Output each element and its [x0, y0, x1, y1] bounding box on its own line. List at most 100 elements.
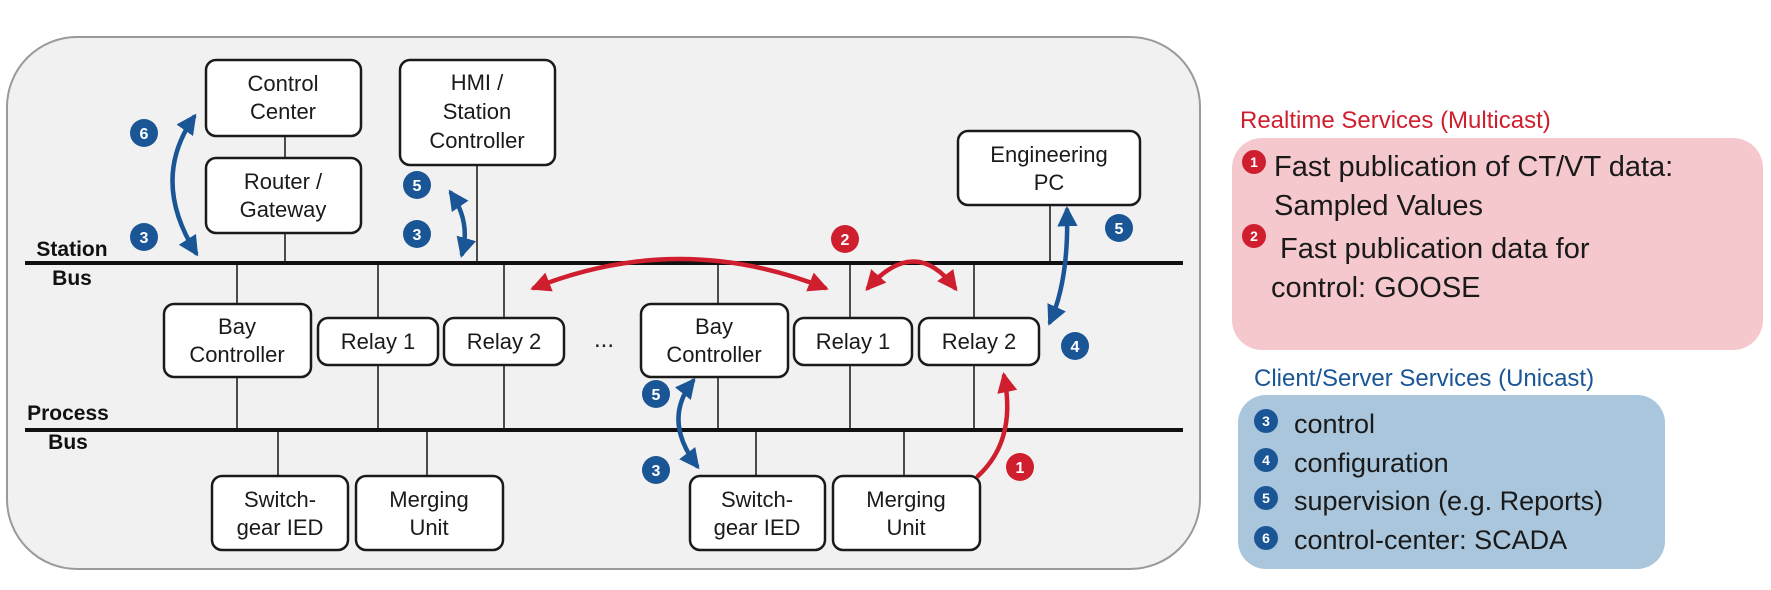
station-bus-label: Station Bus [36, 238, 107, 290]
hmi-label-line3: Controller [429, 128, 524, 153]
engineering-pc-label-line1: Engineering [990, 142, 1107, 167]
merging-unit-1-label-line1: Merging [389, 487, 468, 512]
badge-3: 3 [642, 456, 670, 484]
bay-controller-1-label-line1: Bay [218, 314, 256, 339]
svg-text:4: 4 [1262, 452, 1270, 468]
client-server-services-legend: Client/Server Services (Unicast) 3 contr… [1238, 365, 1665, 569]
bay-supervision-arrow [674, 377, 700, 470]
switchgear-1-label-line1: Switch- [244, 487, 316, 512]
svg-text:5: 5 [413, 178, 422, 195]
svg-text:6: 6 [140, 126, 149, 143]
realtime-services-title: Realtime Services (Multicast) [1240, 107, 1551, 134]
bay-controller-2-label-line2: Controller [666, 342, 761, 367]
scada-arrow [170, 113, 199, 257]
switchgear-ied-box: Switch- gear IED [210, 474, 350, 552]
svg-text:5: 5 [1262, 490, 1270, 506]
svg-text:3: 3 [1262, 413, 1270, 429]
svg-text:6: 6 [1262, 530, 1270, 546]
svg-text:4: 4 [1071, 339, 1080, 356]
svg-text:5: 5 [1115, 221, 1124, 238]
svg-text:3: 3 [140, 230, 149, 247]
control-center-label-line1: Control [248, 71, 319, 96]
badge-3: 3 [130, 223, 158, 251]
hmi-label-line1: HMI / [451, 70, 504, 95]
realtime-services-panel [1232, 138, 1763, 350]
switchgear-2-label-line2: gear IED [714, 515, 801, 540]
svg-text:2: 2 [841, 232, 850, 249]
badge-6: 6 [130, 119, 158, 147]
legend-item-1: 1 Fast publication of CT/VT data: Sample… [1242, 150, 1673, 222]
sampled-values-arrow [975, 372, 1018, 479]
client-server-services-title: Client/Server Services (Unicast) [1254, 365, 1594, 392]
svg-text:1: 1 [1016, 460, 1025, 477]
station-bus-label-line1: Station [36, 238, 107, 261]
bay-controller-box: Bay Controller [162, 302, 313, 379]
relay-2-box: Relay 2 [442, 316, 566, 367]
relay-1-box: Relay 1 [316, 316, 440, 367]
legend-item-5: 5 supervision (e.g. Reports) [1254, 486, 1603, 516]
merging-unit-box: Merging Unit [354, 474, 505, 552]
process-bus-label-line1: Process [27, 402, 109, 425]
bay-controller-box: Bay Controller [639, 302, 790, 379]
badge-5: 5 [1105, 214, 1133, 242]
badge-5: 5 [403, 171, 431, 199]
merging-unit-box: Merging Unit [831, 474, 982, 552]
svg-text:5: 5 [652, 387, 661, 404]
legend-item-1-line2: Sampled Values [1274, 190, 1483, 222]
badge-2: 2 [831, 225, 859, 253]
bay-controller-1-label-line2: Controller [189, 342, 284, 367]
legend-item-1-line1: Fast publication of CT/VT data: [1274, 151, 1673, 183]
goose-long-arrow [530, 256, 829, 292]
badge-3: 3 [403, 220, 431, 248]
merging-unit-2-label-line1: Merging [866, 487, 945, 512]
process-bus-label: Process Bus [27, 402, 109, 454]
merging-unit-1-label-line2: Unit [409, 515, 448, 540]
hmi-label-line2: Station [443, 99, 512, 124]
legend-item-5-text: supervision (e.g. Reports) [1294, 486, 1603, 516]
legend-item-2-line1: Fast publication data for [1280, 233, 1590, 265]
relay-2-box: Relay 2 [917, 316, 1041, 367]
legend-item-2-line2: control: GOOSE [1271, 272, 1481, 304]
network-links [236, 136, 1051, 476]
goose-short-arrow [865, 259, 958, 292]
badge-4: 4 [1061, 332, 1089, 360]
relay-1-a-label: Relay 1 [341, 329, 416, 354]
legend-item-4: 4 configuration [1254, 448, 1449, 478]
legend-item-6: 6 control-center: SCADA [1254, 525, 1567, 555]
engineering-config-arrow [1047, 205, 1078, 326]
legend-item-2: 2 Fast publication data for control: GOO… [1242, 224, 1590, 304]
svg-text:3: 3 [652, 463, 661, 480]
client-server-services-panel [1238, 395, 1665, 569]
legend-item-6-text: control-center: SCADA [1294, 525, 1567, 555]
engineering-pc-label-line2: PC [1034, 170, 1065, 195]
relay-1-box: Relay 1 [792, 316, 914, 367]
merging-unit-2-label-line2: Unit [886, 515, 925, 540]
switchgear-1-label-line2: gear IED [237, 515, 324, 540]
relay-1-b-label: Relay 1 [816, 329, 891, 354]
hmi-station-controller-box: HMI / Station Controller [398, 58, 557, 167]
switchgear-2-label-line1: Switch- [721, 487, 793, 512]
relay-2-a-label: Relay 2 [467, 329, 542, 354]
station-bus-label-line2: Bus [52, 267, 92, 290]
hmi-supervision-arrow [448, 189, 477, 258]
router-label-line1: Router / [244, 169, 323, 194]
badge-1: 1 [1006, 453, 1034, 481]
control-center-box: Control Center [204, 58, 363, 138]
realtime-services-legend: Realtime Services (Multicast) 1 Fast pub… [1232, 107, 1763, 350]
bay-controller-2-label-line1: Bay [695, 314, 733, 339]
communication-arrows [170, 113, 1078, 479]
router-label-line2: Gateway [240, 197, 327, 222]
legend-item-3: 3 control [1254, 409, 1375, 439]
legend-item-4-text: configuration [1294, 448, 1449, 478]
engineering-pc-box: Engineering PC [956, 129, 1142, 207]
switchgear-ied-box: Switch- gear IED [688, 474, 827, 552]
svg-text:1: 1 [1250, 154, 1258, 170]
svg-text:2: 2 [1250, 228, 1258, 244]
process-bus-label-line2: Bus [48, 431, 88, 454]
svg-text:3: 3 [413, 227, 422, 244]
legend-item-3-text: control [1294, 409, 1375, 439]
control-center-label-line2: Center [250, 99, 316, 124]
relay-2-b-label: Relay 2 [942, 329, 1017, 354]
ellipsis: ... [594, 326, 614, 353]
